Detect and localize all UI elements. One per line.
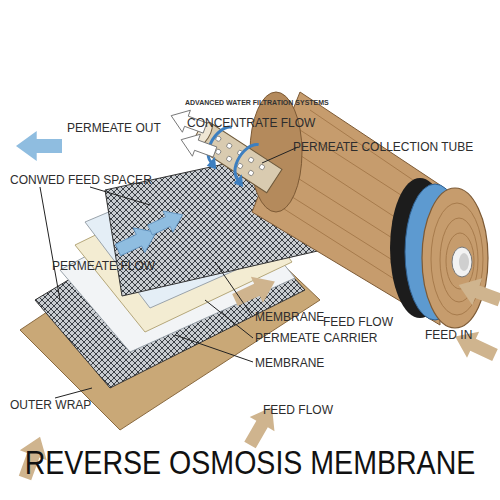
tube-hole — [248, 157, 255, 164]
leader-line — [215, 262, 253, 317]
part-label: CONWED FEED SPACER — [10, 173, 152, 187]
permeate-out-arrow — [16, 131, 62, 161]
tube-hole — [226, 142, 233, 149]
flow-label: FEED FLOW — [263, 403, 333, 417]
leader-line — [262, 147, 298, 163]
caption-text: REVERSE OSMOSIS MEMBRANE — [6, 444, 493, 480]
part-label: MEMBRANE — [255, 310, 324, 324]
concentrate-arrow — [177, 129, 219, 163]
part-label: PERMEATE CARRIER — [255, 331, 377, 345]
leader-line — [55, 388, 92, 398]
roll-end-face — [422, 188, 488, 328]
leader-line — [205, 300, 253, 338]
tube-hole — [247, 170, 254, 177]
leader-line — [175, 335, 253, 362]
feed-in-arrow — [454, 272, 500, 314]
header-text: ADVANCED WATER FILTRATION SYSTEMS — [185, 99, 329, 107]
flow-label: CONCENTRATE FLOW — [187, 116, 315, 130]
part-label: MEMBRANE — [255, 356, 324, 370]
flow-label: PERMEATE OUT — [67, 121, 161, 135]
flow-label: FEED FLOW — [323, 315, 393, 329]
swirl-arrow — [229, 140, 264, 182]
flow-label: PERMEATE FLOW — [52, 259, 155, 273]
wound-layer-ring — [431, 203, 483, 315]
part-label: OUTER WRAP — [10, 398, 91, 412]
leader-line — [40, 187, 150, 300]
flow-label: FEED IN — [425, 328, 472, 342]
permeate-flow-arrow — [145, 204, 188, 240]
tube-outlet — [452, 247, 472, 277]
tube-hole — [226, 155, 233, 162]
feed-flow-arrow — [229, 268, 281, 313]
tube-bore — [459, 253, 469, 271]
tube-hole — [259, 164, 266, 171]
swirl-arrow-head — [234, 173, 249, 189]
swirl-arrow-head — [207, 156, 222, 172]
wound-layer-ring — [446, 233, 474, 289]
part-label: PERMEATE COLLECTION TUBE — [293, 140, 473, 154]
